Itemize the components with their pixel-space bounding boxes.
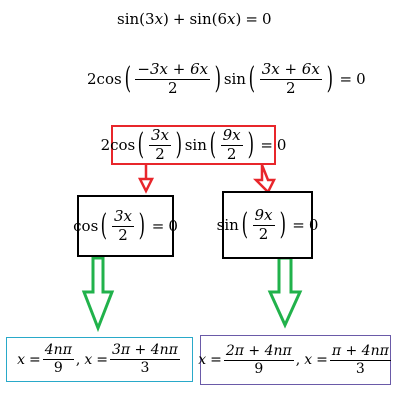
fraction-argument: 9x 2 <box>252 205 275 243</box>
comma-separator: , <box>75 351 81 368</box>
zero-value: 0 <box>356 70 366 89</box>
fraction-numerator: 9x <box>220 125 243 146</box>
fraction-numerator: 3π + 4nπ <box>109 342 180 360</box>
fraction-numerator: 3x <box>112 206 135 227</box>
fraction-denominator: 2 <box>118 225 128 244</box>
sin-function: sin <box>184 136 207 154</box>
zero-value: 0 <box>308 216 319 234</box>
green-arrow-left <box>81 256 115 333</box>
green-arrow-right <box>267 256 303 329</box>
fraction-denominator: 2 <box>285 78 296 97</box>
fraction-denominator: 2 <box>258 224 269 243</box>
red-arrow-right <box>252 164 277 195</box>
equation-cos-branch: cos ( 3x 2 ) = 0 <box>73 206 178 244</box>
plus-sign: + <box>172 10 186 28</box>
solution-left: x = 4nπ 9 , x = 3π + 4nπ 3 <box>17 343 182 375</box>
fraction-sin-argument: 9x 2 <box>220 125 243 163</box>
variable-x: x <box>198 352 207 368</box>
zero-value: 0 <box>276 136 287 154</box>
equals-sign: = <box>292 216 305 234</box>
fraction-denominator: 3 <box>140 360 150 376</box>
equals-sign: = <box>316 352 328 368</box>
variable-x: x <box>84 351 93 368</box>
coefficient: 2 <box>87 70 97 89</box>
fraction-solution: 3π + 4nπ 3 <box>109 342 180 376</box>
fraction-solution: 2π + 4nπ 9 <box>223 342 294 377</box>
variable-x: x <box>304 352 313 368</box>
sin-function: sin <box>117 10 140 28</box>
solution-left-box: x = 4nπ 9 , x = 3π + 4nπ 3 <box>6 337 193 382</box>
fraction-numerator: π + 4nπ <box>329 342 391 361</box>
red-arrow-left <box>137 165 155 194</box>
equals-sign: = <box>260 136 273 154</box>
fraction-numerator: 9x <box>252 205 275 226</box>
equals-sign: = <box>245 10 258 28</box>
fraction-numerator: 4nπ <box>42 342 74 360</box>
fraction-numerator: −3x + 6x <box>135 60 211 80</box>
fraction-denominator: 9 <box>254 360 264 377</box>
fraction-denominator: 3 <box>355 360 365 377</box>
argument-close: ) <box>163 10 169 28</box>
sin-function: sin <box>216 216 239 234</box>
coefficient: 2 <box>100 136 111 154</box>
branch-cos-box: cos ( 3x 2 ) = 0 <box>73 195 178 257</box>
sin-function: sin <box>189 10 212 28</box>
variable-x: x <box>17 351 26 368</box>
fraction-denominator: 9 <box>53 360 63 376</box>
zero-value: 0 <box>168 217 178 235</box>
cos-function: cos <box>96 70 122 89</box>
equals-sign: = <box>29 351 41 368</box>
cos-function: cos <box>73 217 99 235</box>
equation-sin-branch: sin ( 9x 2 ) = 0 <box>216 205 319 243</box>
solution-right: x = 2π + 4nπ 9 , x = π + 4nπ 3 <box>198 344 393 376</box>
variable-x: x <box>154 10 164 28</box>
equals-sign: = <box>151 217 165 235</box>
argument-open: (3 <box>139 10 155 28</box>
fraction-denominator: 2 <box>226 144 237 163</box>
argument-close: ) <box>235 10 242 28</box>
fraction-cos-argument: −3x + 6x 2 <box>135 60 211 97</box>
equals-sign: = <box>339 70 353 89</box>
comma-separator: , <box>295 352 301 368</box>
zero-value: 0 <box>261 10 272 28</box>
sin-function: sin <box>223 70 246 89</box>
fraction-denominator: 2 <box>155 144 165 163</box>
fraction-numerator: 3x + 6x <box>259 60 322 80</box>
branch-sin-box: sin ( 9x 2 ) = 0 <box>217 191 318 259</box>
fraction-denominator: 2 <box>167 78 178 97</box>
fraction-sin-argument: 3x + 6x 2 <box>259 60 322 97</box>
solution-right-box: x = 2π + 4nπ 9 , x = π + 4nπ 3 <box>198 335 393 385</box>
fraction-numerator: 3x <box>148 125 171 146</box>
fraction-solution: 4nπ 9 <box>42 342 74 376</box>
fraction-numerator: 2π + 4nπ <box>223 342 294 361</box>
fraction-argument: 3x 2 <box>112 206 135 244</box>
equals-sign: = <box>210 352 222 368</box>
variable-x: x <box>227 10 236 28</box>
equals-sign: = <box>96 351 108 368</box>
fraction-solution: π + 4nπ 3 <box>329 342 391 377</box>
fraction-cos-argument: 3x 2 <box>148 125 171 163</box>
argument-open: (6 <box>211 10 228 28</box>
cos-function: cos <box>110 136 136 154</box>
